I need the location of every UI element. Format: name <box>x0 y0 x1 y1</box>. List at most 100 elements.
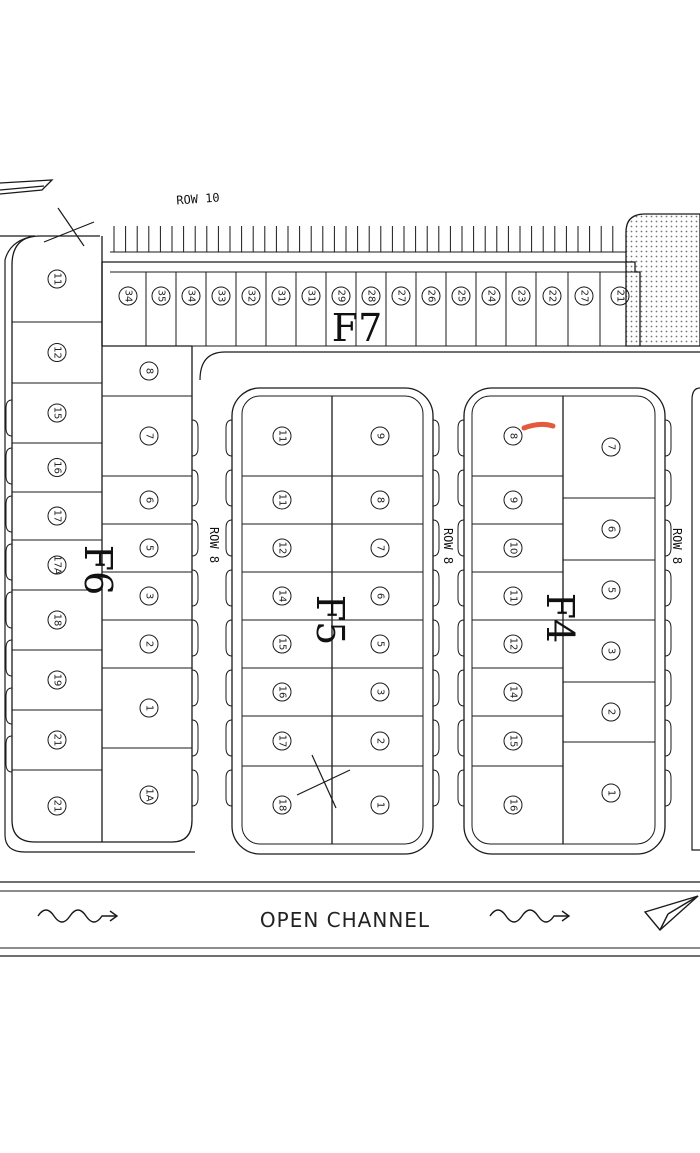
lot-number: 3 <box>606 648 617 654</box>
lot-number: 15 <box>52 407 63 420</box>
lot-number: 6 <box>606 526 617 532</box>
f7-lot: 25 <box>451 286 471 306</box>
f5-lot-right: 1 <box>370 795 390 815</box>
open-channel-label: OPEN CHANNEL <box>260 908 430 932</box>
f5-lot-left: 18 <box>272 795 292 815</box>
f7-lot: 29 <box>331 286 351 306</box>
lot-number: 32 <box>246 290 257 303</box>
lot-number: 27 <box>396 290 407 303</box>
lot-number: 3 <box>375 689 386 695</box>
lot-number: 9 <box>508 497 519 503</box>
lot-number: 17A <box>52 555 63 575</box>
row-10-label: ROW 10 <box>176 191 220 208</box>
f7-lot: 31 <box>301 286 321 306</box>
partial-block-right <box>691 387 700 851</box>
f6-lot-left: 16 <box>47 458 67 477</box>
lot-number: 24 <box>486 290 497 303</box>
f5-lot-left: 14 <box>272 586 292 606</box>
lot-number: 7 <box>144 433 155 439</box>
top-left-arrow-icon <box>0 179 54 195</box>
f6-lot-left: 18 <box>47 610 67 630</box>
lot-number: 14 <box>508 686 519 699</box>
f5-lot-right: 6 <box>370 586 390 606</box>
highlight-mark <box>521 421 556 431</box>
f5-lot-left: 16 <box>272 682 292 702</box>
f6-lot-left: 15 <box>47 403 67 423</box>
f7-lot: 31 <box>271 286 291 306</box>
fence-ticks <box>110 226 626 253</box>
lot-number: 5 <box>375 641 386 647</box>
f7-lot: 33 <box>211 286 231 306</box>
lot-number: 22 <box>547 290 558 303</box>
f4-lot-right: 7 <box>601 437 621 457</box>
lot-number: 12 <box>508 638 519 651</box>
lot-number: 2 <box>144 641 155 647</box>
f7-lot: 26 <box>421 286 441 306</box>
lot-number: 11 <box>277 494 288 507</box>
f5-cross-mark <box>296 754 351 809</box>
f4-lot-right: 2 <box>601 702 621 722</box>
block-f5-label: F5 <box>308 595 352 646</box>
f6-lot-right: 1A <box>139 785 159 805</box>
f6-lot-left: 21 <box>47 796 67 816</box>
f4-lot-right: 6 <box>601 519 621 539</box>
lot-number: 7 <box>375 545 386 551</box>
f5-lot-right: 9 <box>370 426 390 446</box>
f4-lot-left: 14 <box>503 682 523 702</box>
lot-number: 21 <box>52 800 63 813</box>
lot-number: 29 <box>336 290 347 303</box>
lot-number: 1A <box>144 788 155 801</box>
flow-wave-right-icon <box>489 909 571 923</box>
f4-lot-right: 5 <box>601 580 621 600</box>
f4-lot-left: 8 <box>503 426 523 446</box>
lot-number: 23 <box>516 290 527 303</box>
block-f6 <box>11 235 193 843</box>
lot-number: 7 <box>606 444 617 450</box>
lot-number: 21 <box>52 734 63 747</box>
lot-number: 17 <box>52 510 63 523</box>
lot-number: 1 <box>606 790 617 796</box>
lot-number: 18 <box>52 614 63 627</box>
f5-lot-right: 7 <box>370 538 390 558</box>
f7-lot: 32 <box>241 286 261 306</box>
f5-lot-left: 17 <box>272 731 292 751</box>
lot-number: 19 <box>52 674 63 687</box>
lot-number: 14 <box>277 590 288 603</box>
lot-number: 5 <box>606 587 617 593</box>
lot-number: 15 <box>277 638 288 651</box>
f4-lot-left: 9 <box>503 490 523 510</box>
f5-lot-right: 8 <box>370 490 390 510</box>
f5-lot-right: 3 <box>370 682 390 702</box>
f6-lot-right: 2 <box>139 634 159 654</box>
lot-number: 34 <box>123 290 134 303</box>
lot-number: 6 <box>375 593 386 599</box>
f7-lot: 27 <box>574 286 594 306</box>
lot-number: 15 <box>508 735 519 748</box>
f5-lot-left: 12 <box>272 538 292 558</box>
f4-lot-right: 1 <box>601 783 621 803</box>
lot-number: 1 <box>144 705 155 711</box>
f5-lot-left: 15 <box>272 634 292 654</box>
lot-number: 12 <box>52 346 63 359</box>
f6-lot-right: 5 <box>139 538 159 558</box>
f4-lot-left: 16 <box>503 795 523 815</box>
lot-number: 16 <box>277 686 288 699</box>
lot-number: 34 <box>186 290 197 303</box>
lot-number: 2 <box>606 709 617 715</box>
f7-lot: 24 <box>481 286 501 306</box>
lot-number: 2 <box>375 738 386 744</box>
f7-lot: 28 <box>361 286 381 306</box>
f6-lot-right: 6 <box>139 490 159 510</box>
lot-number: 21 <box>615 290 626 303</box>
f7-lot: 35 <box>151 286 171 306</box>
f7-lot: 21 <box>610 286 630 306</box>
open-channel <box>0 881 700 957</box>
lot-number: 28 <box>366 290 377 303</box>
flow-wave-left-icon <box>37 909 119 923</box>
f7-lot: 23 <box>511 286 531 306</box>
lot-number: 35 <box>156 290 167 303</box>
f6-lot-left: 12 <box>47 343 67 362</box>
lot-number: 8 <box>375 497 386 503</box>
f4-lot-left: 12 <box>503 634 523 654</box>
